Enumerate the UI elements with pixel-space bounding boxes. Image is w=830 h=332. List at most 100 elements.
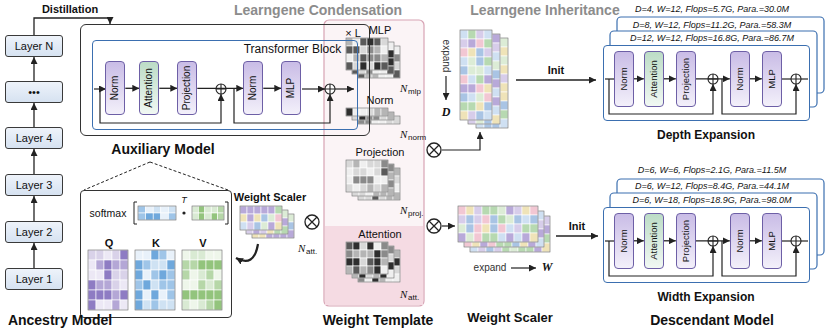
matrix-cell <box>211 213 217 220</box>
front-card <box>603 207 810 283</box>
matrix-cell <box>112 300 120 310</box>
matrix-cell <box>218 206 224 213</box>
module-block: Norm <box>243 61 263 115</box>
matrix <box>135 250 175 310</box>
matrix-border <box>346 38 388 70</box>
layer-box: Layer 1 <box>5 268 63 290</box>
matrix-cell <box>360 54 367 62</box>
init-arrow <box>556 235 598 237</box>
matrix-cell <box>161 213 169 220</box>
matrix-cell <box>468 48 476 57</box>
module-block: Norm <box>730 51 750 107</box>
matrix <box>138 206 176 220</box>
matrix-cell <box>182 280 190 290</box>
matrix-cell <box>240 222 247 230</box>
matrix-cell <box>484 47 492 56</box>
matrix-cell <box>484 92 492 101</box>
matrix-cell <box>88 250 96 260</box>
expand-arrow <box>445 76 446 100</box>
weight-template-panel <box>324 20 424 306</box>
matrix-cell <box>167 250 175 260</box>
matrix-cell <box>167 300 175 310</box>
annotation-label: norm <box>408 133 426 142</box>
matrix-cell <box>484 102 492 111</box>
matrix-cell <box>500 110 508 119</box>
matrix-cell <box>381 38 388 46</box>
matrix-cell <box>112 290 120 300</box>
matrix-cell <box>474 206 482 215</box>
matrix-cell <box>138 213 146 220</box>
matrix-cell <box>466 224 474 233</box>
matrix-cell <box>374 250 381 258</box>
matrix <box>88 250 128 310</box>
matrix-cell <box>468 93 476 102</box>
multiply-cross <box>307 217 317 227</box>
matrix-cell <box>240 214 247 222</box>
matrix-cell <box>381 168 388 176</box>
matrix-cell <box>206 300 214 310</box>
annotation-label: Descendant Model <box>650 312 774 328</box>
expand-arrow <box>511 267 536 268</box>
matrix-cell <box>476 39 484 48</box>
annotation-label: N <box>400 128 407 141</box>
matrix-cell <box>275 214 282 222</box>
matrix-cell <box>346 250 353 258</box>
matrix-cell <box>374 266 381 274</box>
matrix-cell <box>500 74 508 83</box>
matrix-cell <box>120 270 128 280</box>
matrix-cell <box>360 108 367 116</box>
matrix-cell <box>353 176 360 184</box>
matrix-border <box>460 30 492 120</box>
matrix-cell <box>468 102 476 111</box>
matrix-cell <box>120 290 128 300</box>
matrix-cell <box>135 270 143 280</box>
matrix-cell <box>214 290 222 300</box>
multiply-symbol <box>427 143 441 157</box>
matrix-cell <box>353 62 360 70</box>
add-symbol <box>325 84 335 94</box>
matrix-cell <box>492 115 500 124</box>
matrix-cell <box>458 224 466 233</box>
matrix-cell <box>498 215 506 224</box>
matrix-cell <box>218 213 224 220</box>
connector-arrow <box>33 243 34 268</box>
matrix-cell <box>460 111 468 120</box>
matrix-cell <box>460 102 468 111</box>
matrix-cell <box>367 54 374 62</box>
matrix-cell <box>490 224 498 233</box>
transformer-block-box: Transformer BlockNormAttentionProjection… <box>92 40 358 130</box>
matrix-cell <box>367 258 374 266</box>
matrix-cell <box>484 111 492 120</box>
matrix-cell <box>460 39 468 48</box>
matrix-cell <box>211 206 217 213</box>
annotation-label: Attention <box>358 228 401 241</box>
attention-highlight <box>325 226 423 305</box>
matrix-cell <box>482 224 490 233</box>
matrix-cell <box>353 54 360 62</box>
matrix-cell <box>268 206 275 214</box>
flow-arrow <box>442 132 480 150</box>
matrix-cell <box>492 34 500 43</box>
matrix-cell <box>367 108 374 116</box>
edge-label: Distillation <box>40 3 100 16</box>
add-circle <box>325 84 335 94</box>
matrix-cell <box>506 215 514 224</box>
matrix-cell <box>484 65 492 74</box>
matrix-cell <box>88 280 96 290</box>
add-symbol <box>216 84 226 94</box>
node-label: Norm <box>618 229 629 252</box>
node-label: ••• <box>28 86 40 99</box>
matrix-cell <box>476 30 484 39</box>
flow-arrow <box>442 225 455 226</box>
matrix-cell <box>468 75 476 84</box>
flow-line <box>302 88 325 89</box>
annotation-label: D=4, W=12, Flops=5.7G, Para.=30.0M <box>635 4 789 14</box>
annotation-label: Learngene Condensation <box>234 2 402 18</box>
matrix-cell <box>192 206 198 213</box>
bracket <box>225 202 228 224</box>
matrix-cell <box>268 222 275 230</box>
matrix-cell <box>476 48 484 57</box>
matrix-cell <box>466 215 474 224</box>
matrix-cell <box>167 270 175 280</box>
matrix-cell <box>112 260 120 270</box>
